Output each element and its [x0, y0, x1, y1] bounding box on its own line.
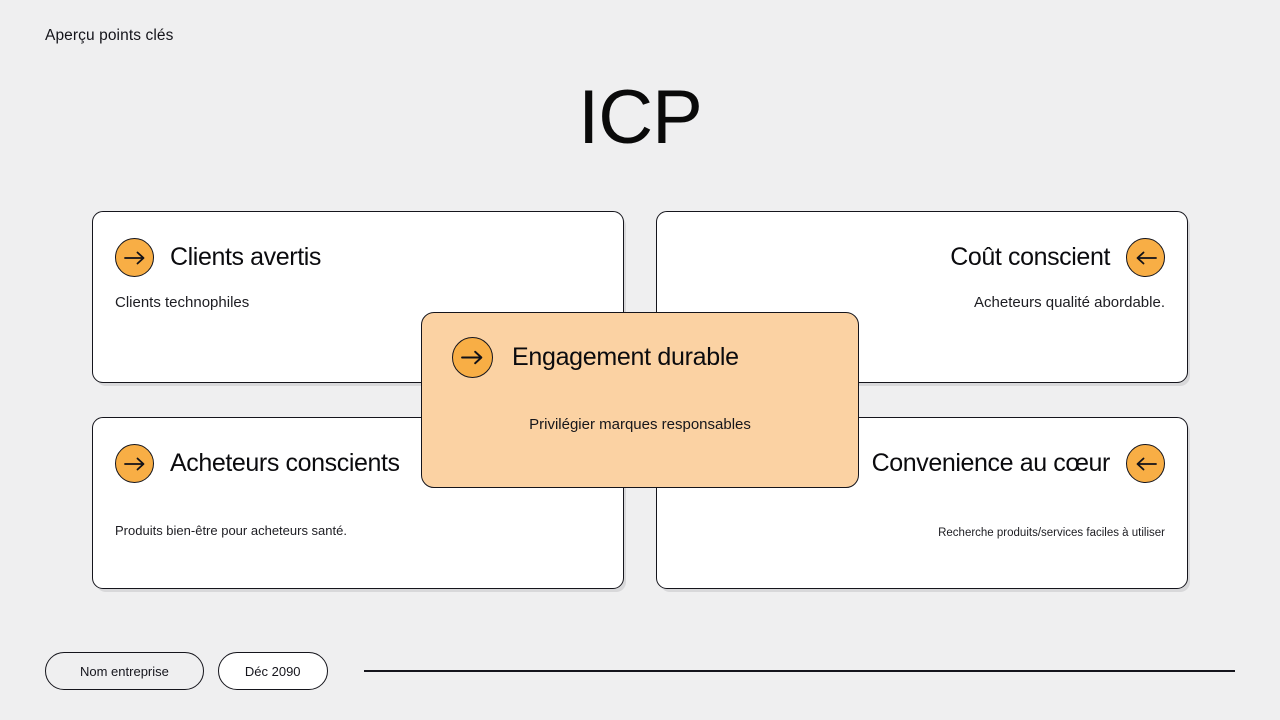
card-subtitle: Acheteurs qualité abordable. [974, 294, 1165, 311]
overlay-card-header: Engagement durable [452, 337, 828, 378]
card-title: Coût conscient [950, 242, 1110, 271]
card-title: Convenience au cœur [871, 448, 1111, 477]
footer-divider [363, 670, 1235, 672]
slide-footer: Nom entreprise Déc 2090 [45, 652, 1237, 690]
card-header: Acheteurs conscients [115, 444, 601, 483]
arrow-right-icon [452, 337, 493, 378]
card-title: Clients avertis [170, 242, 321, 271]
company-name-pill[interactable]: Nom entreprise [45, 652, 204, 690]
page-title: ICP [578, 75, 703, 160]
card-engagement-durable[interactable]: Engagement durable Privilégier marques r… [421, 312, 859, 488]
arrow-left-icon [1126, 238, 1165, 277]
overlay-card-title: Engagement durable [512, 342, 739, 371]
card-title: Acheteurs conscients [170, 448, 400, 477]
card-header: Coût conscient [679, 238, 1165, 277]
card-clients-avertis[interactable]: Clients avertis Clients technophiles [92, 211, 624, 383]
card-subtitle: Clients technophiles [115, 294, 250, 311]
date-pill[interactable]: Déc 2090 [217, 652, 328, 690]
slide-eyebrow: Aperçu points clés [45, 27, 174, 44]
card-subtitle: Recherche produits/services faciles à ut… [938, 527, 1165, 539]
overlay-card-subtitle: Privilégier marques responsables [529, 416, 751, 433]
card-header: Clients avertis [115, 238, 601, 277]
arrow-left-icon [1126, 444, 1165, 483]
card-grid: Clients avertis Clients technophiles Coû… [92, 211, 1188, 589]
arrow-right-icon [115, 238, 154, 277]
card-subtitle: Produits bien-être pour acheteurs santé. [115, 523, 347, 538]
card-header: Convenience au cœur [679, 444, 1165, 483]
arrow-right-icon [115, 444, 154, 483]
